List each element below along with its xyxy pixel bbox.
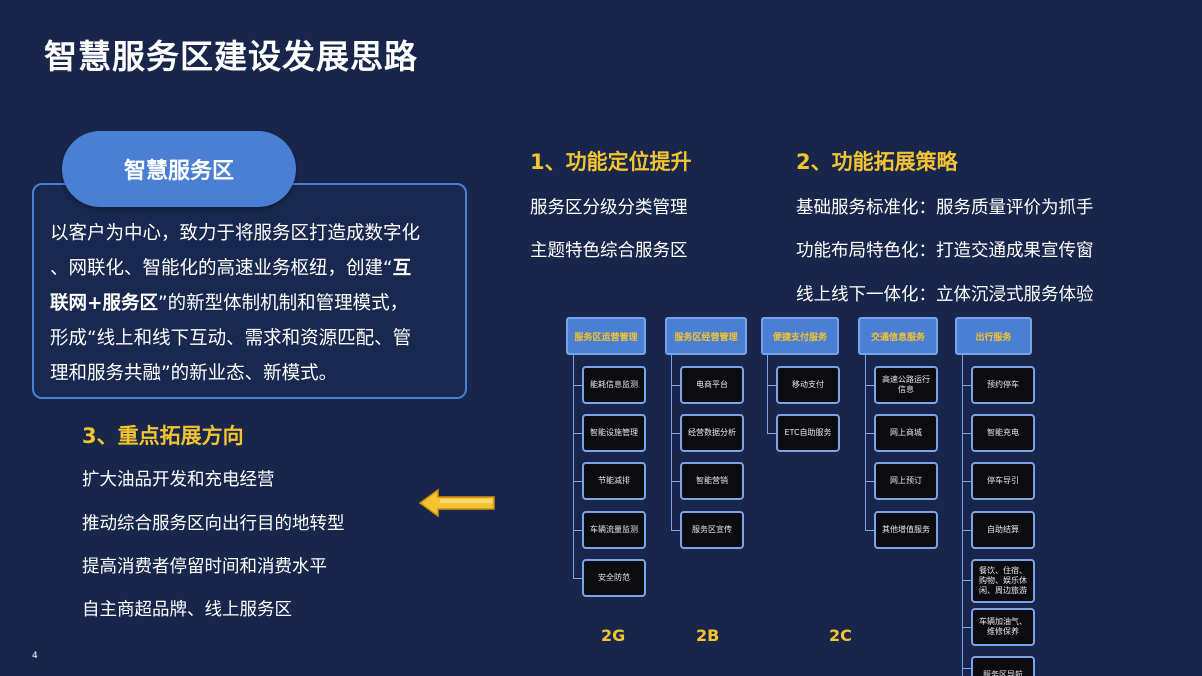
- tree-node: 预约停车: [971, 366, 1035, 404]
- section3-item: 提高消费者停留时间和消费水平: [82, 557, 327, 577]
- section2-item: 功能布局特色化：打造交通成果宣传窗: [796, 241, 1094, 261]
- tree-node: 网上预订: [874, 462, 938, 500]
- section3-item: 推动综合服务区向出行目的地转型: [82, 514, 345, 534]
- tree-node: 电商平台: [680, 366, 744, 404]
- gen-label-2c: 2C: [829, 626, 852, 645]
- section1-item: 服务区分级分类管理: [530, 198, 688, 218]
- card-text-line: 理和服务共融”的新业态、新模式。: [50, 363, 338, 384]
- tree-node: 智能营销: [680, 462, 744, 500]
- tree-node: 高速公路运行信息: [874, 366, 938, 404]
- tree-node: 停车导引: [971, 462, 1035, 500]
- card-text-bold: 联网+服务区: [50, 293, 159, 314]
- tree-node: 节能减排: [582, 462, 646, 500]
- tree-header: 服务区运营管理: [566, 317, 646, 355]
- tree-node: 经营数据分析: [680, 414, 744, 452]
- card-text-bold: 互: [392, 258, 412, 279]
- tree-header: 交通信息服务: [858, 317, 938, 355]
- tree-header: 便捷支付服务: [761, 317, 839, 355]
- tree-node: ETC自助服务: [776, 414, 840, 452]
- tree-node: 服务区宣传: [680, 511, 744, 549]
- section3-heading: 3、重点拓展方向: [82, 424, 244, 448]
- tree-node: 能耗信息监测: [582, 366, 646, 404]
- section2-heading: 2、功能拓展策略: [796, 150, 958, 174]
- tree-node: 服务区导航: [971, 656, 1035, 676]
- card-pill-label: 智慧服务区: [62, 131, 296, 207]
- tree-header: 服务区经营管理: [665, 317, 747, 355]
- left-arrow-icon: [418, 488, 495, 518]
- gen-label-2b: 2B: [696, 626, 720, 645]
- tree-node: 智能充电: [971, 414, 1035, 452]
- tree-node: 移动支付: [776, 366, 840, 404]
- tree-node: 智能设施管理: [582, 414, 646, 452]
- tree-node: 车辆加油气、维修保养: [971, 608, 1035, 646]
- section3-item: 自主商超品牌、线上服务区: [82, 600, 292, 620]
- section2-item: 线上线下一体化：立体沉浸式服务体验: [796, 285, 1094, 305]
- card-text-line: 以客户为中心，致力于将服务区打造成数字化: [50, 223, 421, 244]
- section1-item: 主题特色综合服务区: [530, 241, 688, 261]
- tree-node: 安全防范: [582, 559, 646, 597]
- section2-item: 基础服务标准化：服务质量评价为抓手: [796, 198, 1094, 218]
- tree-node: 餐饮、住宿、购物、娱乐休闲、周边旅游: [971, 559, 1035, 603]
- tree-node: 其他增值服务: [874, 511, 938, 549]
- tree-node: 自助结算: [971, 511, 1035, 549]
- tree-node: 网上商城: [874, 414, 938, 452]
- card-description: 以客户为中心，致力于将服务区打造成数字化 、网联化、智能化的高速业务枢纽，创建“…: [50, 216, 460, 391]
- card-text-span: 、网联化、智能化的高速业务枢纽，创建“: [50, 258, 393, 279]
- tree-node: 车辆流量监测: [582, 511, 646, 549]
- smart-service-card: [32, 183, 467, 399]
- card-text-span: ”的新型体制机制和管理模式，: [158, 293, 409, 314]
- card-text-line: 形成“线上和线下互动、需求和资源匹配、管: [50, 328, 412, 349]
- tree-header: 出行服务: [955, 317, 1032, 355]
- card-text-line: 、网联化、智能化的高速业务枢纽，创建“互: [50, 251, 460, 286]
- page-number: 4: [32, 651, 38, 661]
- gen-label-2g: 2G: [601, 626, 626, 645]
- slide-title: 智慧服务区建设发展思路: [44, 37, 418, 76]
- card-text-line: 联网+服务区”的新型体制机制和管理模式，: [50, 286, 460, 321]
- section1-heading: 1、功能定位提升: [530, 150, 692, 174]
- section3-item: 扩大油品开发和充电经营: [82, 470, 275, 490]
